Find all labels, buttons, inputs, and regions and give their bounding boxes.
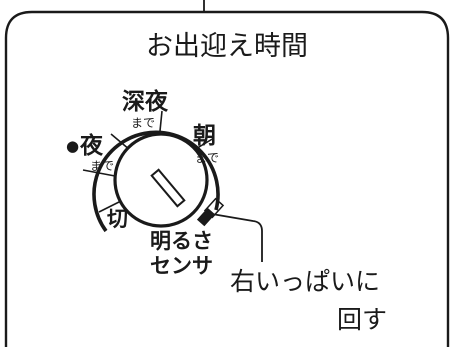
dial-scale-arc [92, 130, 220, 233]
panel-frame [4, 10, 450, 347]
sensor-label-line2: センサ [150, 254, 213, 278]
scale-ticks [82, 110, 215, 213]
sensor-position-mark-outline [203, 197, 225, 219]
panel-title: お出迎え時間 [146, 31, 308, 62]
position-midnight-sub: まで [131, 116, 155, 130]
sensor-position-mark [196, 207, 216, 227]
position-morning-label: 朝 [193, 123, 216, 149]
position-morning-sub: まで [195, 151, 219, 165]
sensor-label-line1: 明るさ [150, 229, 213, 253]
position-night-sub: まで [90, 159, 114, 173]
selected-marker: ● [66, 137, 79, 155]
position-midnight-label: 深夜 [122, 88, 169, 115]
callout-leader-line [211, 213, 263, 262]
position-night-label: 夜 [79, 132, 104, 159]
position-off-label: 切 [107, 207, 128, 231]
callout-line1: 右いっぱいに [230, 267, 380, 296]
knob-pointer [150, 168, 186, 208]
callout-line2: 回す [337, 305, 387, 334]
